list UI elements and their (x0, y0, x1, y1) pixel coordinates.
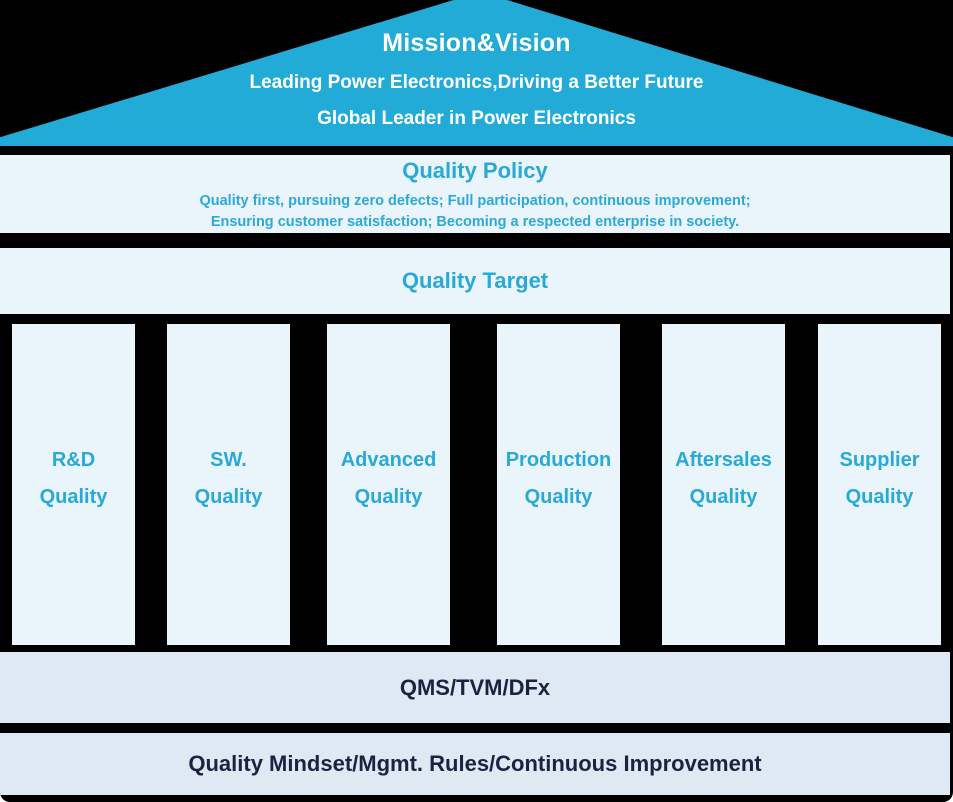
pillar-label-line: SW. (210, 448, 247, 471)
foundation-band: Quality Mindset/Mgmt. Rules/Continuous I… (0, 733, 950, 795)
pillar-aftersales-quality: Aftersales Quality (662, 324, 785, 645)
pillar-label-line: Quality (39, 485, 108, 508)
foundation-label: Quality Mindset/Mgmt. Rules/Continuous I… (188, 751, 762, 776)
pillar-label-line: Quality (845, 485, 914, 508)
pillar-label-line: Advanced (340, 448, 437, 471)
pillar-label-line: Quality (354, 485, 423, 508)
pillar-sw-quality: SW. Quality (167, 324, 290, 645)
quality-policy-line-2: Ensuring customer satisfaction; Becoming… (210, 214, 740, 230)
quality-target-band: Quality Target (0, 248, 950, 314)
mission-statement: Leading Power Electronics,Driving a Bett… (249, 72, 704, 93)
mission-vision-roof: Mission&Vision Leading Power Electronics… (0, 0, 953, 146)
quality-target-title: Quality Target (401, 268, 549, 293)
pillar-rnd-quality: R&D Quality (12, 324, 135, 645)
pillar-label-line: Quality (194, 485, 263, 508)
vision-statement: Global Leader in Power Electronics (317, 108, 636, 129)
pillar-label-line: Aftersales (675, 448, 772, 471)
mission-vision-title: Mission&Vision (382, 29, 571, 57)
qms-label: QMS/TVM/DFx (399, 674, 551, 700)
pillar-advanced-quality: Advanced Quality (327, 324, 450, 645)
quality-policy-title: Quality Policy (402, 158, 548, 183)
pillar-supplier-quality: Supplier Quality (818, 324, 941, 645)
pillar-label-line: Production (505, 448, 612, 471)
pillar-label-line: Quality (689, 485, 758, 508)
pillar-label-line: R&D (51, 448, 96, 471)
qms-band: QMS/TVM/DFx (0, 652, 950, 723)
pillar-label-line: Supplier (839, 448, 920, 471)
quality-policy-band: Quality Policy Quality first, pursuing z… (0, 155, 950, 233)
pillar-production-quality: Production Quality (497, 324, 620, 645)
pillar-label-line: Quality (524, 485, 593, 508)
quality-policy-line-1: Quality first, pursuing zero defects; Fu… (199, 193, 751, 209)
